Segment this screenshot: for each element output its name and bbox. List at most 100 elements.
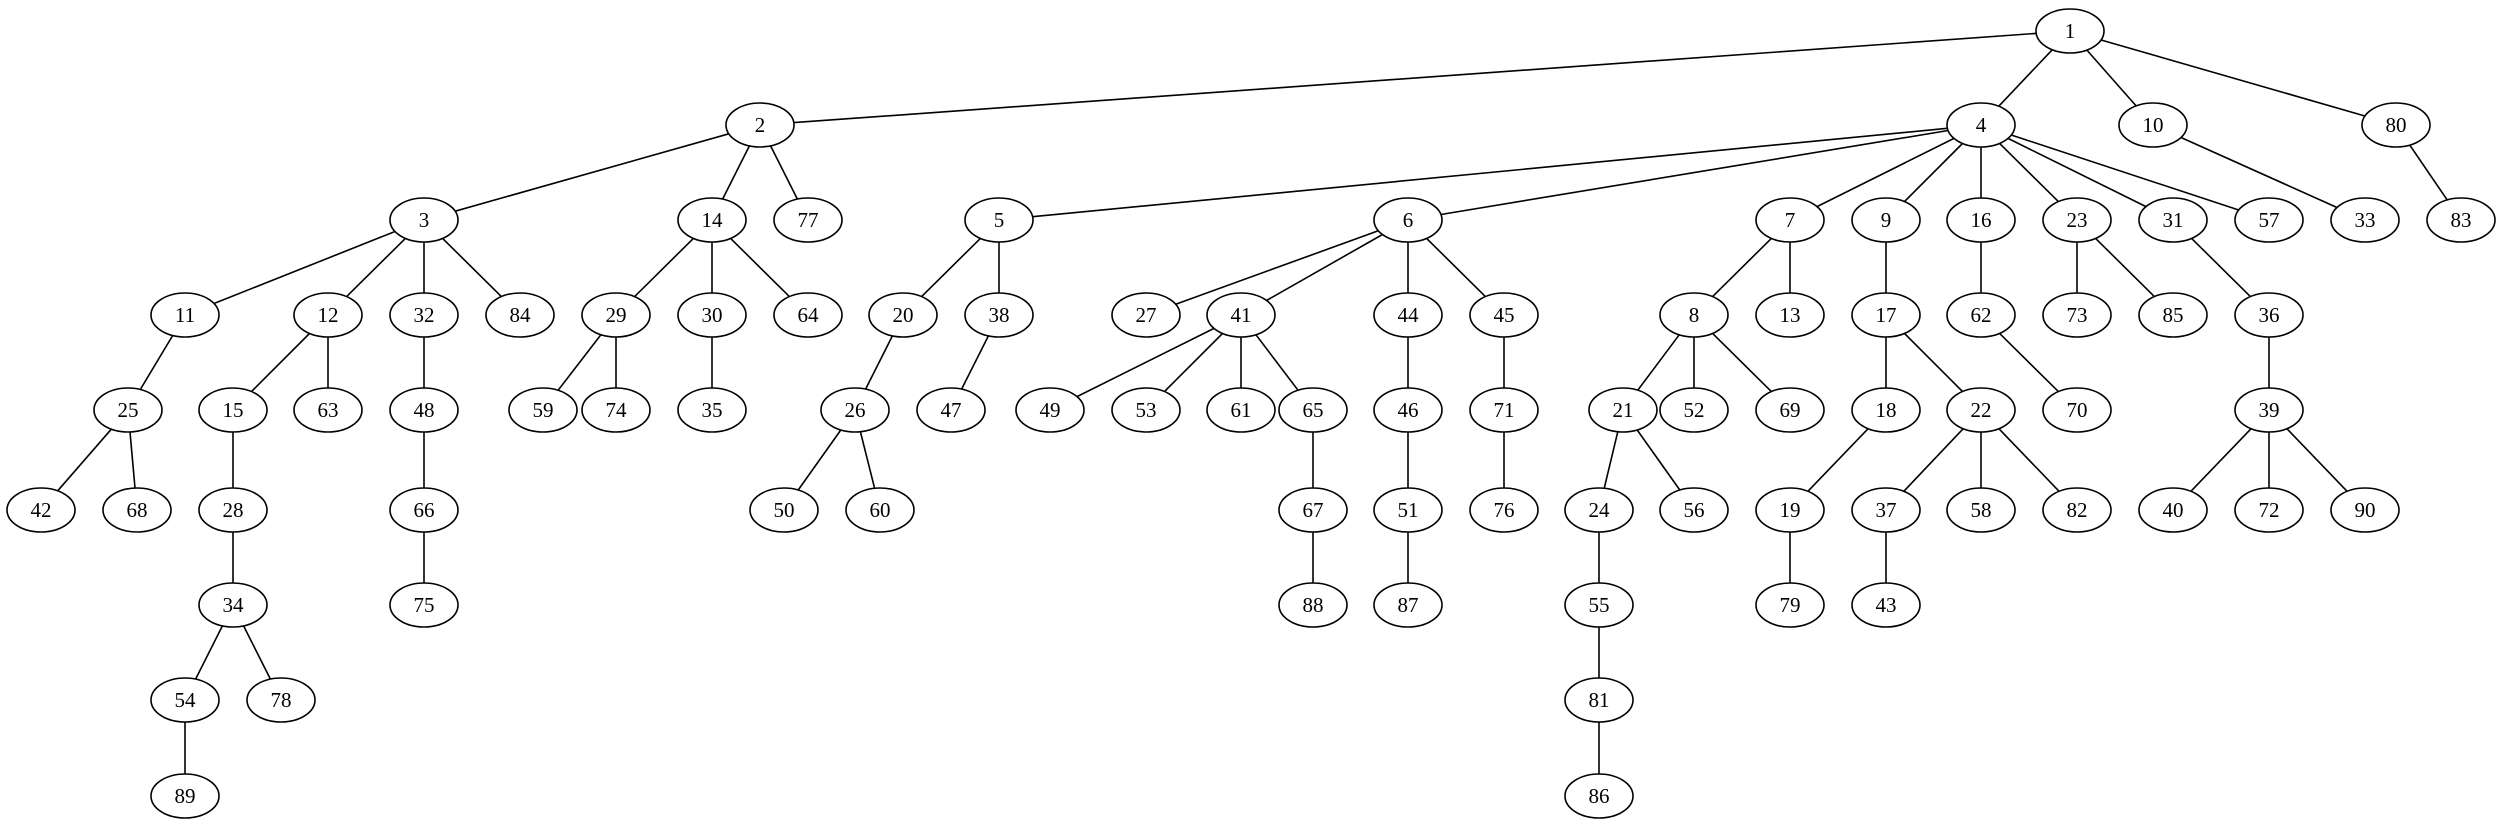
- node-58: 58: [1946, 487, 2016, 533]
- node-21: 21: [1588, 387, 1658, 433]
- node-33: 33: [2330, 197, 2400, 243]
- node-label: 28: [223, 498, 244, 522]
- node-ellipse: [677, 197, 747, 243]
- node-61: 61: [1206, 387, 1276, 433]
- edge-25-68: [129, 431, 136, 489]
- node-ellipse: [1469, 292, 1539, 338]
- node-label: 8: [1689, 303, 1700, 327]
- node-49: 49: [1015, 387, 1085, 433]
- edge-11-25: [139, 335, 174, 390]
- node-ellipse: [93, 387, 163, 433]
- node-label: 4: [1976, 113, 1987, 137]
- node-ellipse: [150, 292, 220, 338]
- node-ellipse: [2042, 387, 2112, 433]
- node-label: 17: [1876, 303, 1897, 327]
- node-label: 64: [798, 303, 820, 327]
- node-ellipse: [2035, 8, 2105, 54]
- node-ellipse: [2330, 197, 2400, 243]
- node-40: 40: [2138, 487, 2208, 533]
- node-ellipse: [1373, 487, 1443, 533]
- node-41: 41: [1206, 292, 1276, 338]
- node-label: 20: [893, 303, 914, 327]
- node-label: 48: [414, 398, 435, 422]
- edge-41-65: [1255, 334, 1299, 391]
- node-label: 56: [1684, 498, 1705, 522]
- node-67: 67: [1278, 487, 1348, 533]
- node-ellipse: [2234, 197, 2304, 243]
- node-label: 82: [2067, 498, 2088, 522]
- node-68: 68: [102, 487, 172, 533]
- node-label: 83: [2451, 208, 2472, 232]
- node-label: 69: [1780, 398, 1801, 422]
- node-ellipse: [485, 292, 555, 338]
- node-label: 52: [1684, 398, 1705, 422]
- node-ellipse: [725, 102, 795, 148]
- node-ellipse: [2138, 487, 2208, 533]
- node-ellipse: [749, 487, 819, 533]
- node-ellipse: [1755, 292, 1825, 338]
- node-ellipse: [2426, 197, 2496, 243]
- node-ellipse: [1564, 582, 1634, 628]
- node-label: 12: [318, 303, 339, 327]
- node-9: 9: [1851, 197, 1921, 243]
- node-72: 72: [2234, 487, 2304, 533]
- node-label: 53: [1136, 398, 1157, 422]
- edge-41-53: [1163, 332, 1224, 393]
- node-label: 51: [1398, 498, 1419, 522]
- node-ellipse: [389, 387, 459, 433]
- edge-25-42: [57, 428, 112, 492]
- node-label: 84: [510, 303, 532, 327]
- node-ellipse: [964, 292, 1034, 338]
- node-label: 7: [1785, 208, 1796, 232]
- edge-31-36: [2191, 237, 2251, 298]
- edge-1-2: [793, 32, 2037, 124]
- node-16: 16: [1946, 197, 2016, 243]
- edge-34-78: [242, 625, 272, 680]
- node-8: 8: [1659, 292, 1729, 338]
- node-label: 74: [606, 398, 628, 422]
- node-63: 63: [293, 387, 363, 433]
- node-ellipse: [508, 387, 578, 433]
- node-ellipse: [150, 773, 220, 819]
- node-label: 16: [1971, 208, 1992, 232]
- edge-4-31: [2007, 137, 2147, 208]
- node-label: 71: [1494, 398, 1515, 422]
- node-ellipse: [1851, 387, 1921, 433]
- node-ellipse: [1564, 677, 1634, 723]
- edge-17-22: [1903, 332, 1964, 393]
- node-ellipse: [1373, 387, 1443, 433]
- node-label: 10: [2143, 113, 2164, 137]
- node-59: 59: [508, 387, 578, 433]
- node-label: 50: [774, 498, 795, 522]
- node-label: 37: [1876, 498, 1897, 522]
- node-6: 6: [1373, 197, 1443, 243]
- node-78: 78: [246, 677, 316, 723]
- node-label: 3: [419, 208, 430, 232]
- node-84: 84: [485, 292, 555, 338]
- edge-1-4: [1998, 49, 2053, 107]
- node-3: 3: [389, 197, 459, 243]
- node-1: 1: [2035, 8, 2105, 54]
- node-label: 58: [1971, 498, 1992, 522]
- node-74: 74: [581, 387, 651, 433]
- node-ellipse: [1946, 292, 2016, 338]
- edge-8-69: [1712, 332, 1772, 393]
- node-label: 73: [2067, 303, 2088, 327]
- node-90: 90: [2330, 487, 2400, 533]
- node-label: 29: [606, 303, 627, 327]
- node-36: 36: [2234, 292, 2304, 338]
- edge-26-50: [797, 429, 842, 491]
- node-ellipse: [1659, 487, 1729, 533]
- node-ellipse: [1111, 292, 1181, 338]
- edge-8-21: [1637, 334, 1680, 391]
- node-ellipse: [1373, 582, 1443, 628]
- node-label: 24: [1589, 498, 1611, 522]
- node-ellipse: [2118, 102, 2188, 148]
- node-ellipse: [1111, 387, 1181, 433]
- node-ellipse: [677, 387, 747, 433]
- node-ellipse: [1206, 292, 1276, 338]
- node-ellipse: [2234, 292, 2304, 338]
- node-52: 52: [1659, 387, 1729, 433]
- edge-18-19: [1807, 428, 1869, 492]
- node-45: 45: [1469, 292, 1539, 338]
